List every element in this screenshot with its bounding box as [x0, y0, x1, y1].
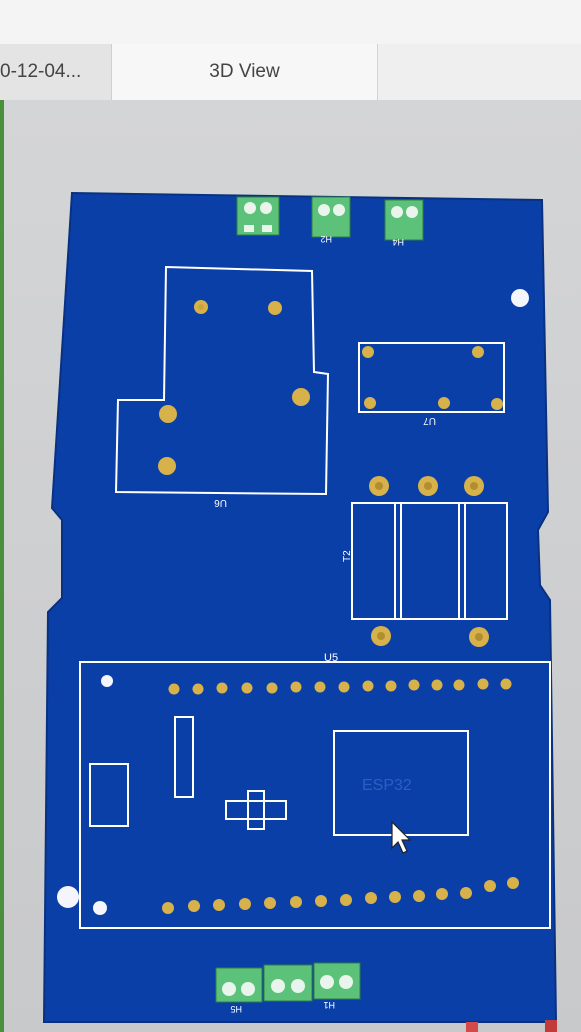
terminal-h5[interactable]	[215, 967, 263, 1003]
tab-file-label: 0-12-04...	[0, 61, 82, 82]
footprint-u6[interactable]	[114, 265, 330, 496]
terminal-h3[interactable]	[384, 199, 424, 241]
browser-top-strip	[0, 0, 581, 46]
view-tab-bar: 0-12-04... 3D View	[0, 44, 581, 101]
u5-bottom-pads	[162, 877, 519, 914]
label-h4: H4	[392, 237, 404, 247]
footprint-t2[interactable]	[351, 502, 508, 620]
label-u7: U7	[423, 415, 436, 426]
footprint-u7[interactable]	[358, 342, 505, 413]
terminal-h6[interactable]	[313, 962, 361, 1000]
mounting-hole	[511, 289, 529, 307]
u5-top-pads	[168, 678, 512, 695]
u5-button-outline	[225, 790, 287, 830]
window-edge	[0, 100, 4, 1032]
label-t2: T2	[342, 550, 353, 562]
mounting-hole	[57, 886, 79, 908]
terminal-h2[interactable]	[236, 196, 280, 236]
label-h1: H1	[323, 1000, 335, 1010]
u7-pads	[362, 346, 503, 410]
tab-3d-view[interactable]: 3D View	[112, 44, 378, 100]
tab-3d-view-label: 3D View	[209, 61, 280, 82]
u5-left-outline	[89, 763, 129, 827]
t2-pads	[369, 476, 489, 647]
u5-slot-outline	[174, 716, 194, 798]
label-h5: H5	[230, 1004, 242, 1014]
u5-pin1-mark	[101, 675, 113, 687]
status-indicator-2	[545, 1020, 557, 1032]
tab-file[interactable]: 0-12-04...	[0, 44, 112, 100]
label-h2: H2	[320, 234, 332, 244]
terminal-h4[interactable]	[311, 196, 351, 238]
esp32-marking: ESP32	[362, 777, 412, 794]
label-u6: U6	[214, 497, 227, 508]
mounting-hole	[93, 901, 107, 915]
status-indicator-1	[466, 1022, 478, 1032]
footprint-u5[interactable]	[79, 661, 551, 929]
u6-pads	[158, 300, 310, 475]
mouse-pointer-icon	[391, 820, 412, 854]
terminal-h1[interactable]	[263, 964, 313, 1002]
